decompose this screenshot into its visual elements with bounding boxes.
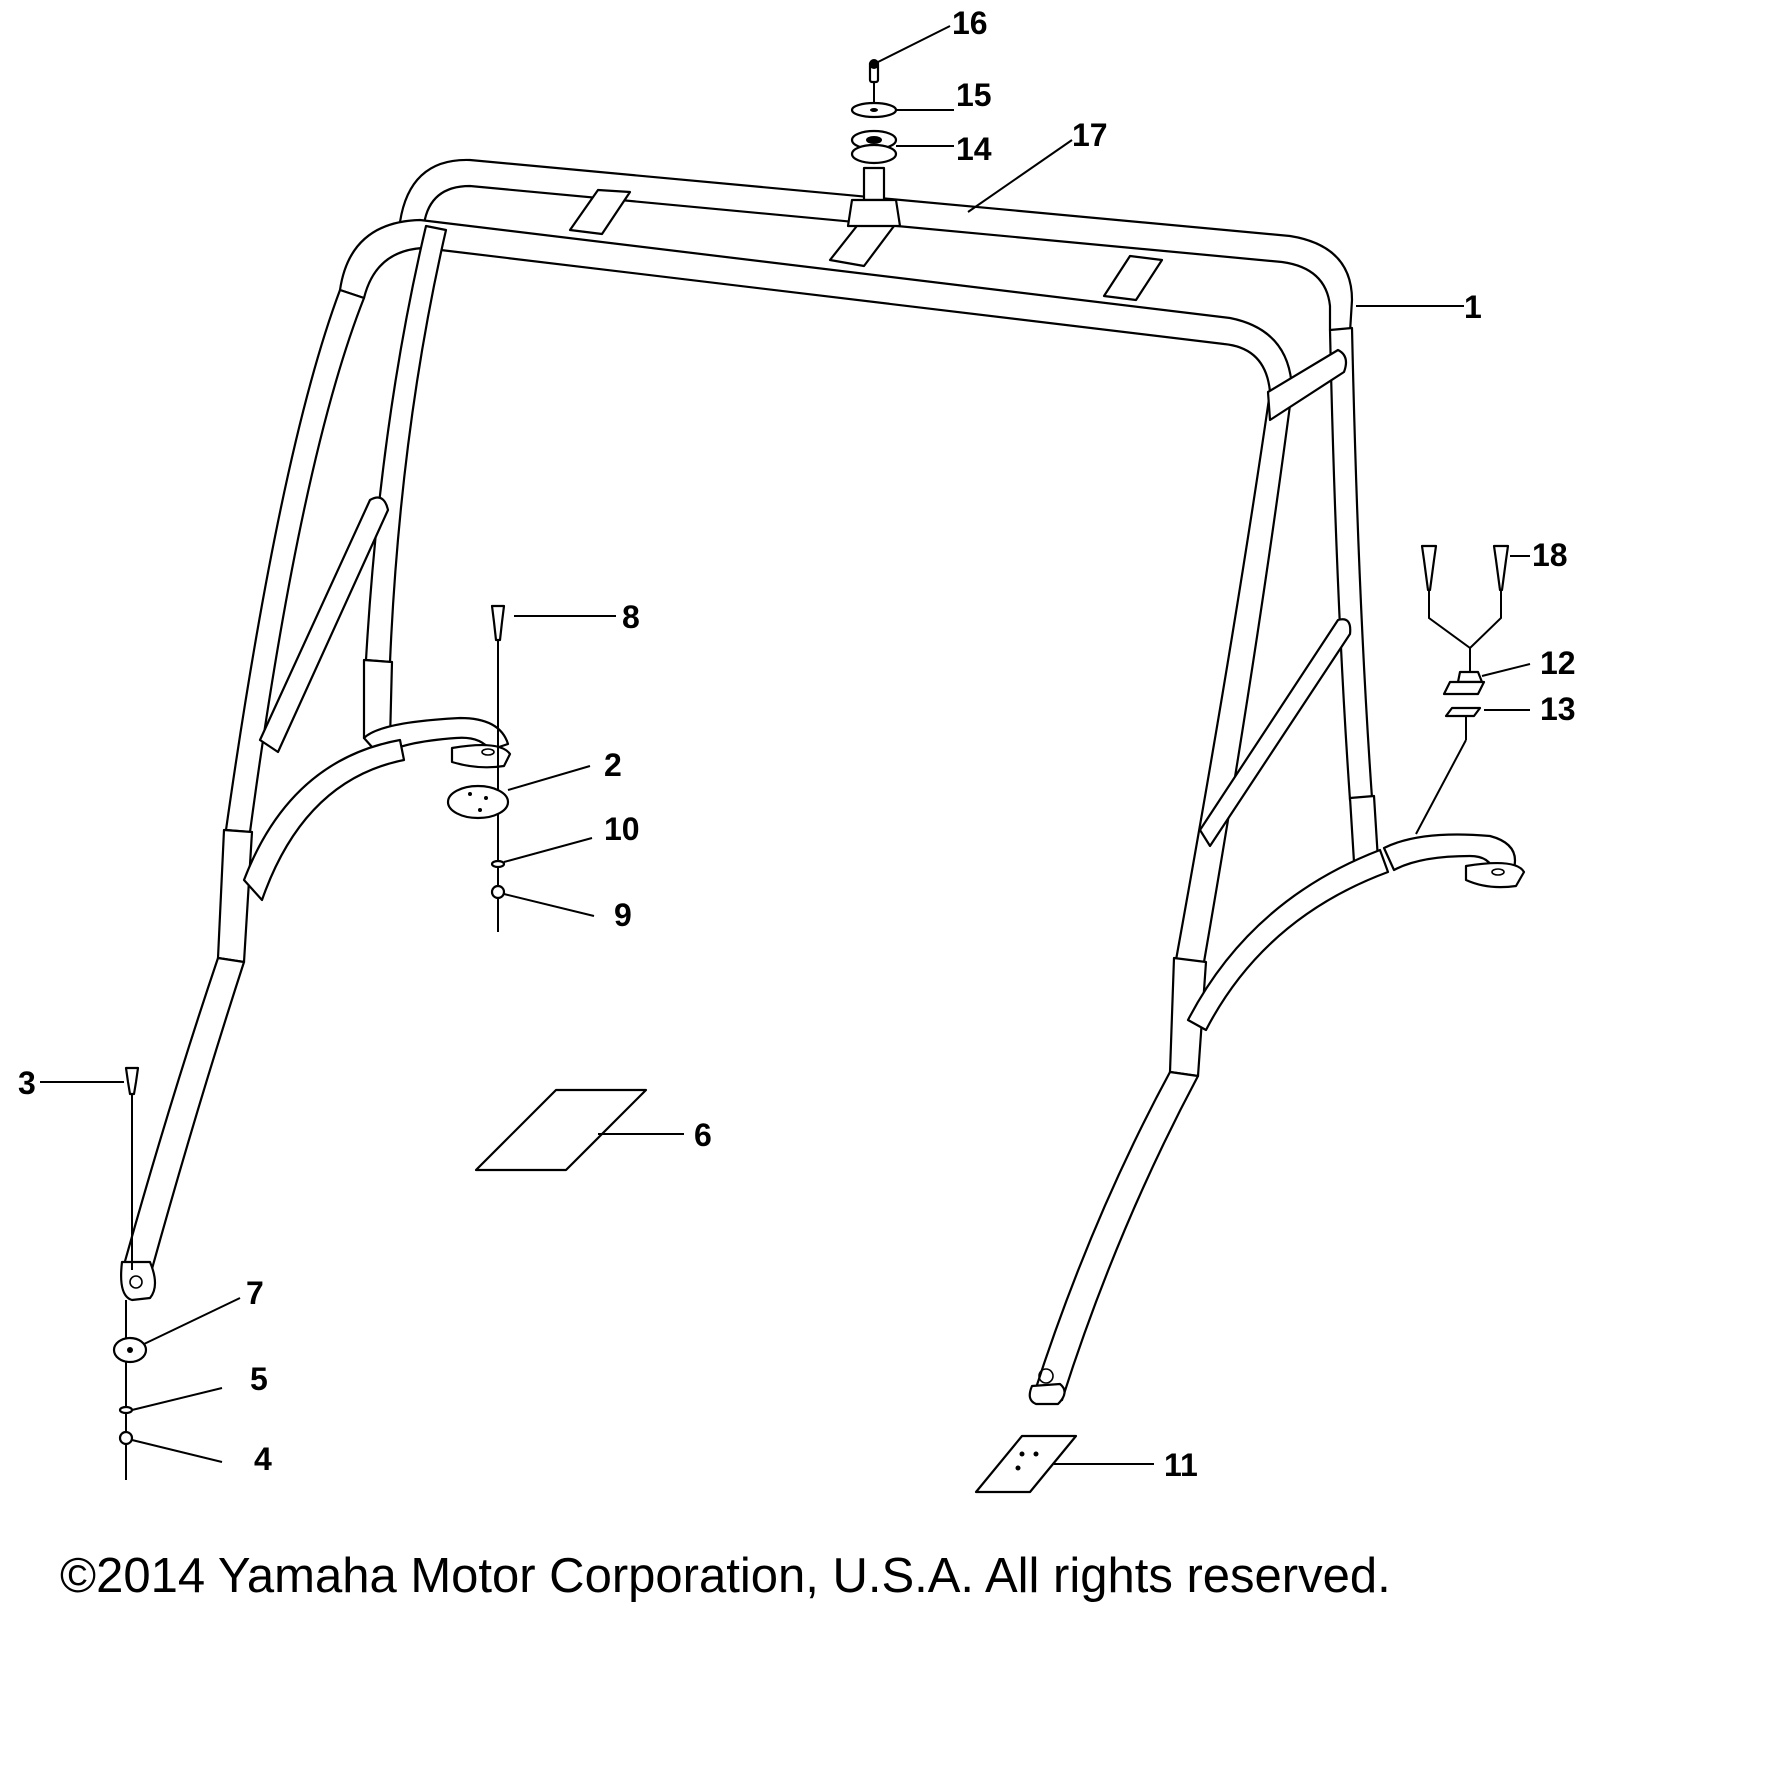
callout-17: 17 <box>1072 117 1108 153</box>
callout-2: 2 <box>604 747 622 783</box>
callout-11: 11 <box>1164 1447 1198 1483</box>
callout-4: 4 <box>254 1441 272 1477</box>
tower-frame <box>120 158 1526 1406</box>
callout-14: 14 <box>956 131 992 167</box>
callout-13: 13 <box>1540 691 1576 727</box>
callout-3: 3 <box>18 1065 36 1101</box>
callout-15: 15 <box>956 77 992 113</box>
callout-10: 10 <box>604 811 640 847</box>
plate-11 <box>974 1434 1078 1494</box>
callout-6: 6 <box>694 1117 712 1153</box>
callout-16: 16 <box>952 5 988 41</box>
callout-labels: 16 15 14 17 1 8 2 10 9 3 6 7 5 4 11 12 1… <box>18 5 1576 1483</box>
top-mount-stack <box>846 59 902 228</box>
left-foot-hardware <box>112 1066 148 1480</box>
callout-1: 1 <box>1464 289 1482 325</box>
callout-7: 7 <box>246 1275 264 1311</box>
callout-8: 8 <box>622 599 640 635</box>
callout-18: 18 <box>1532 537 1568 573</box>
decal-6 <box>474 1088 648 1172</box>
copyright-notice: ©2014 Yamaha Motor Corporation, U.S.A. A… <box>60 1549 1391 1603</box>
callout-5: 5 <box>250 1361 268 1397</box>
left-mount-hardware <box>446 604 510 932</box>
leader-lines <box>40 25 1531 1465</box>
right-clamp-hardware <box>1415 544 1510 835</box>
callout-12: 12 <box>1540 645 1576 681</box>
callout-9: 9 <box>614 897 632 933</box>
